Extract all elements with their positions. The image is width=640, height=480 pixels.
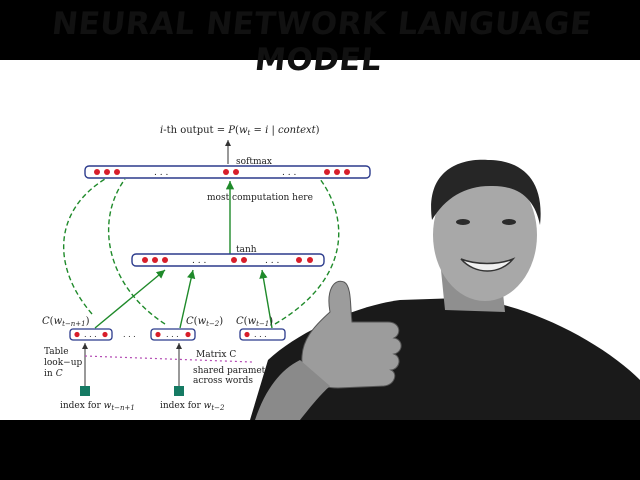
embedding-ellipsis-2: . . .: [166, 330, 179, 339]
softmax-ellipsis-2: . . .: [282, 168, 296, 178]
skip-connection-3: [274, 178, 340, 325]
embedding-ellipsis-1: . . .: [84, 330, 97, 339]
matrix-c-label: Matrix C: [196, 350, 236, 360]
index-node-1: [80, 386, 90, 396]
embedding-box-3: [239, 328, 286, 341]
tanh-ellipsis-1: . . .: [192, 256, 206, 266]
shared-params-label: shared parameters across words: [193, 366, 282, 386]
softmax-nodes: [94, 169, 350, 175]
index-label-1: index for wt−n+1: [60, 401, 135, 412]
presenter-photo: [250, 159, 640, 420]
index-label-2: index for wt−2: [160, 401, 225, 412]
tanh-ellipsis-2: . . .: [265, 256, 279, 266]
index-node-2: [174, 386, 184, 396]
embed1-to-tanh-arrow: [94, 269, 166, 329]
embedding-box-2: [150, 328, 196, 341]
softmax-ellipsis-1: . . .: [154, 168, 168, 178]
video-frame: i-th output = P(wt = i | context) softma…: [0, 60, 640, 420]
output-label: i-th output = P(wt = i | context): [160, 125, 320, 137]
between-ellipsis: . . .: [123, 330, 136, 339]
computation-label: most computation here: [207, 193, 313, 203]
video-title: NEURAL NETWORK LANGUAGE MODEL: [50, 6, 594, 78]
softmax-label: softmax: [236, 157, 272, 167]
embedding-ellipsis-3: . . .: [254, 330, 267, 339]
tanh-nodes: [142, 257, 313, 263]
embedding-box-1: [69, 328, 113, 341]
skip-connection-1: [63, 178, 106, 315]
embed2-to-tanh-arrow: [179, 269, 196, 329]
embed3-to-tanh-arrow: [259, 269, 273, 329]
tanh-label: tanh: [236, 245, 257, 255]
nnlm-diagram: i-th output = P(wt = i | context) softma…: [42, 125, 371, 412]
tanh-layer: [131, 253, 325, 267]
skip-connection-2: [107, 178, 166, 325]
